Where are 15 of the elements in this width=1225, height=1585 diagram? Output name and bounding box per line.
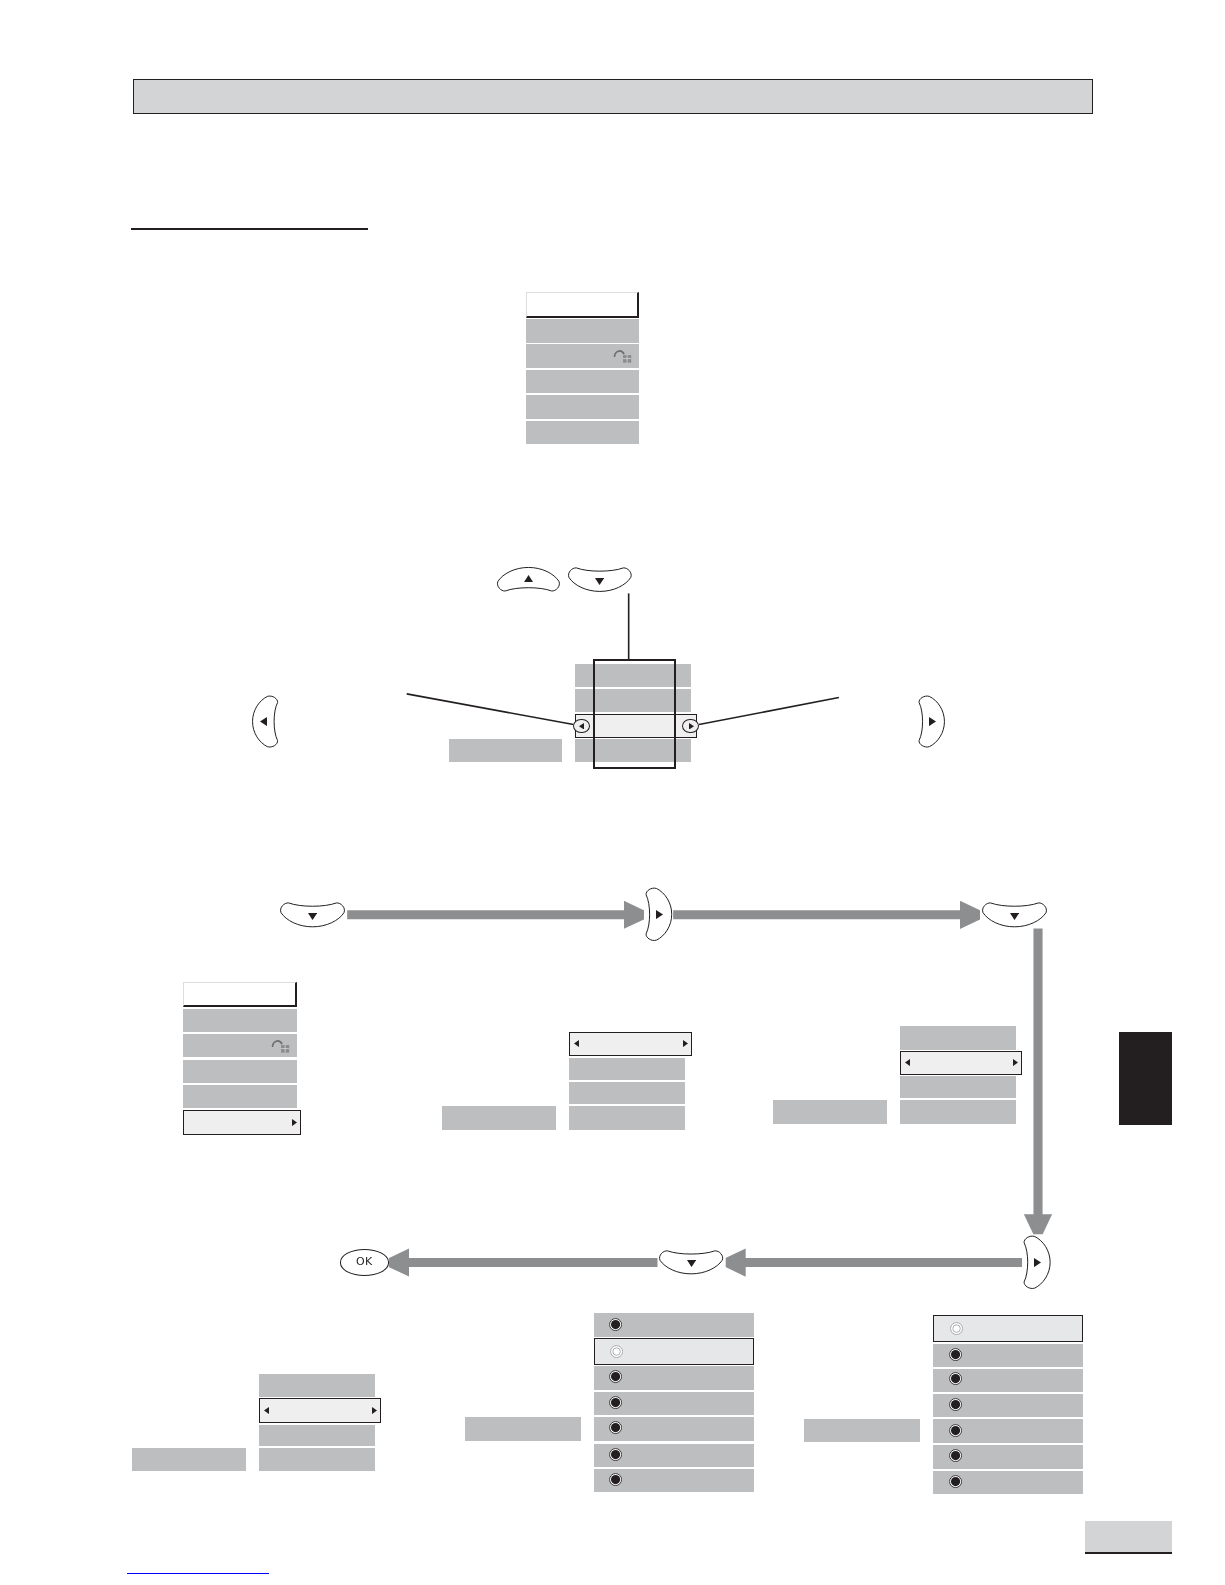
down-button (566, 566, 634, 594)
section-tab (1119, 1032, 1172, 1125)
down-button (278, 901, 348, 929)
left-button (250, 693, 280, 749)
leader-line (405, 693, 575, 726)
ok-button: OK (339, 1249, 390, 1276)
down-button (980, 901, 1049, 929)
down-button (657, 1249, 726, 1276)
leader-line (627, 592, 630, 661)
right-button (916, 693, 946, 749)
up-button (495, 566, 562, 594)
right-button (643, 886, 674, 943)
leader-line (698, 696, 840, 726)
right-button (1022, 1234, 1052, 1291)
selection-frame (592, 659, 677, 770)
